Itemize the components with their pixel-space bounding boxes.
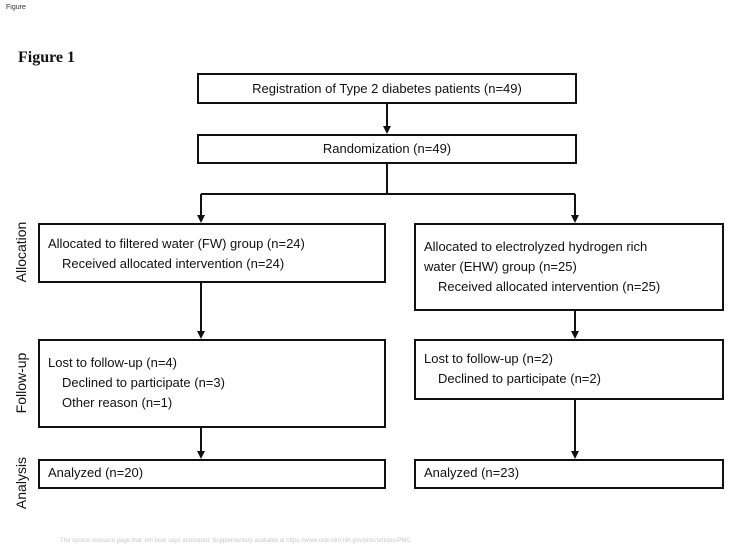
randomization-text: Randomization (n=49) <box>322 141 452 156</box>
stage-label-allocation: Allocation <box>13 221 29 283</box>
fw-analysis-text: Analyzed (n=20) <box>48 465 144 480</box>
stage-label-analysis: Analysis <box>13 456 29 510</box>
ehw-allocation-box: Allocated to electrolyzed hydrogen rich … <box>414 223 724 311</box>
ehw-analysis-box: Analyzed (n=23) <box>414 459 724 489</box>
fw-followup-line-2: Declined to participate (n=3) <box>62 375 225 390</box>
ehw-followup-line-1: Lost to follow-up (n=2) <box>424 351 553 366</box>
ehw-allocation-line-1: Allocated to electrolyzed hydrogen rich <box>424 239 648 254</box>
figure-title: Figure 1 <box>18 49 76 66</box>
page-label: Figure <box>6 4 26 11</box>
fw-allocation-line-1: Allocated to filtered water (FW) group (… <box>48 236 305 251</box>
ehw-allocation-line-3: Received allocated intervention (n=25) <box>438 279 661 294</box>
registration-text: Registration of Type 2 diabetes patients… <box>252 81 522 96</box>
registration-box: Registration of Type 2 diabetes patients… <box>197 73 577 104</box>
ehw-analysis-text: Analyzed (n=23) <box>424 465 520 480</box>
fw-allocation-line-2: Received allocated intervention (n=24) <box>62 256 285 271</box>
ehw-followup-box: Lost to follow-up (n=2) Declined to part… <box>414 339 724 400</box>
fw-followup-line-3: Other reason (n=1) <box>62 395 173 410</box>
ehw-followup-line-2: Declined to participate (n=2) <box>438 371 601 386</box>
stage-label-followup: Follow-up <box>13 352 29 414</box>
randomization-box: Randomization (n=49) <box>197 134 577 164</box>
fw-followup-box: Lost to follow-up (n=4) Declined to part… <box>38 339 386 428</box>
footer-note: The source resource page that 'em bear s… <box>60 538 411 544</box>
ehw-allocation-line-2: water (EHW) group (n=25) <box>424 259 577 274</box>
fw-analysis-box: Analyzed (n=20) <box>38 459 386 489</box>
fw-allocation-box: Allocated to filtered water (FW) group (… <box>38 223 386 283</box>
fw-followup-line-1: Lost to follow-up (n=4) <box>48 355 177 370</box>
